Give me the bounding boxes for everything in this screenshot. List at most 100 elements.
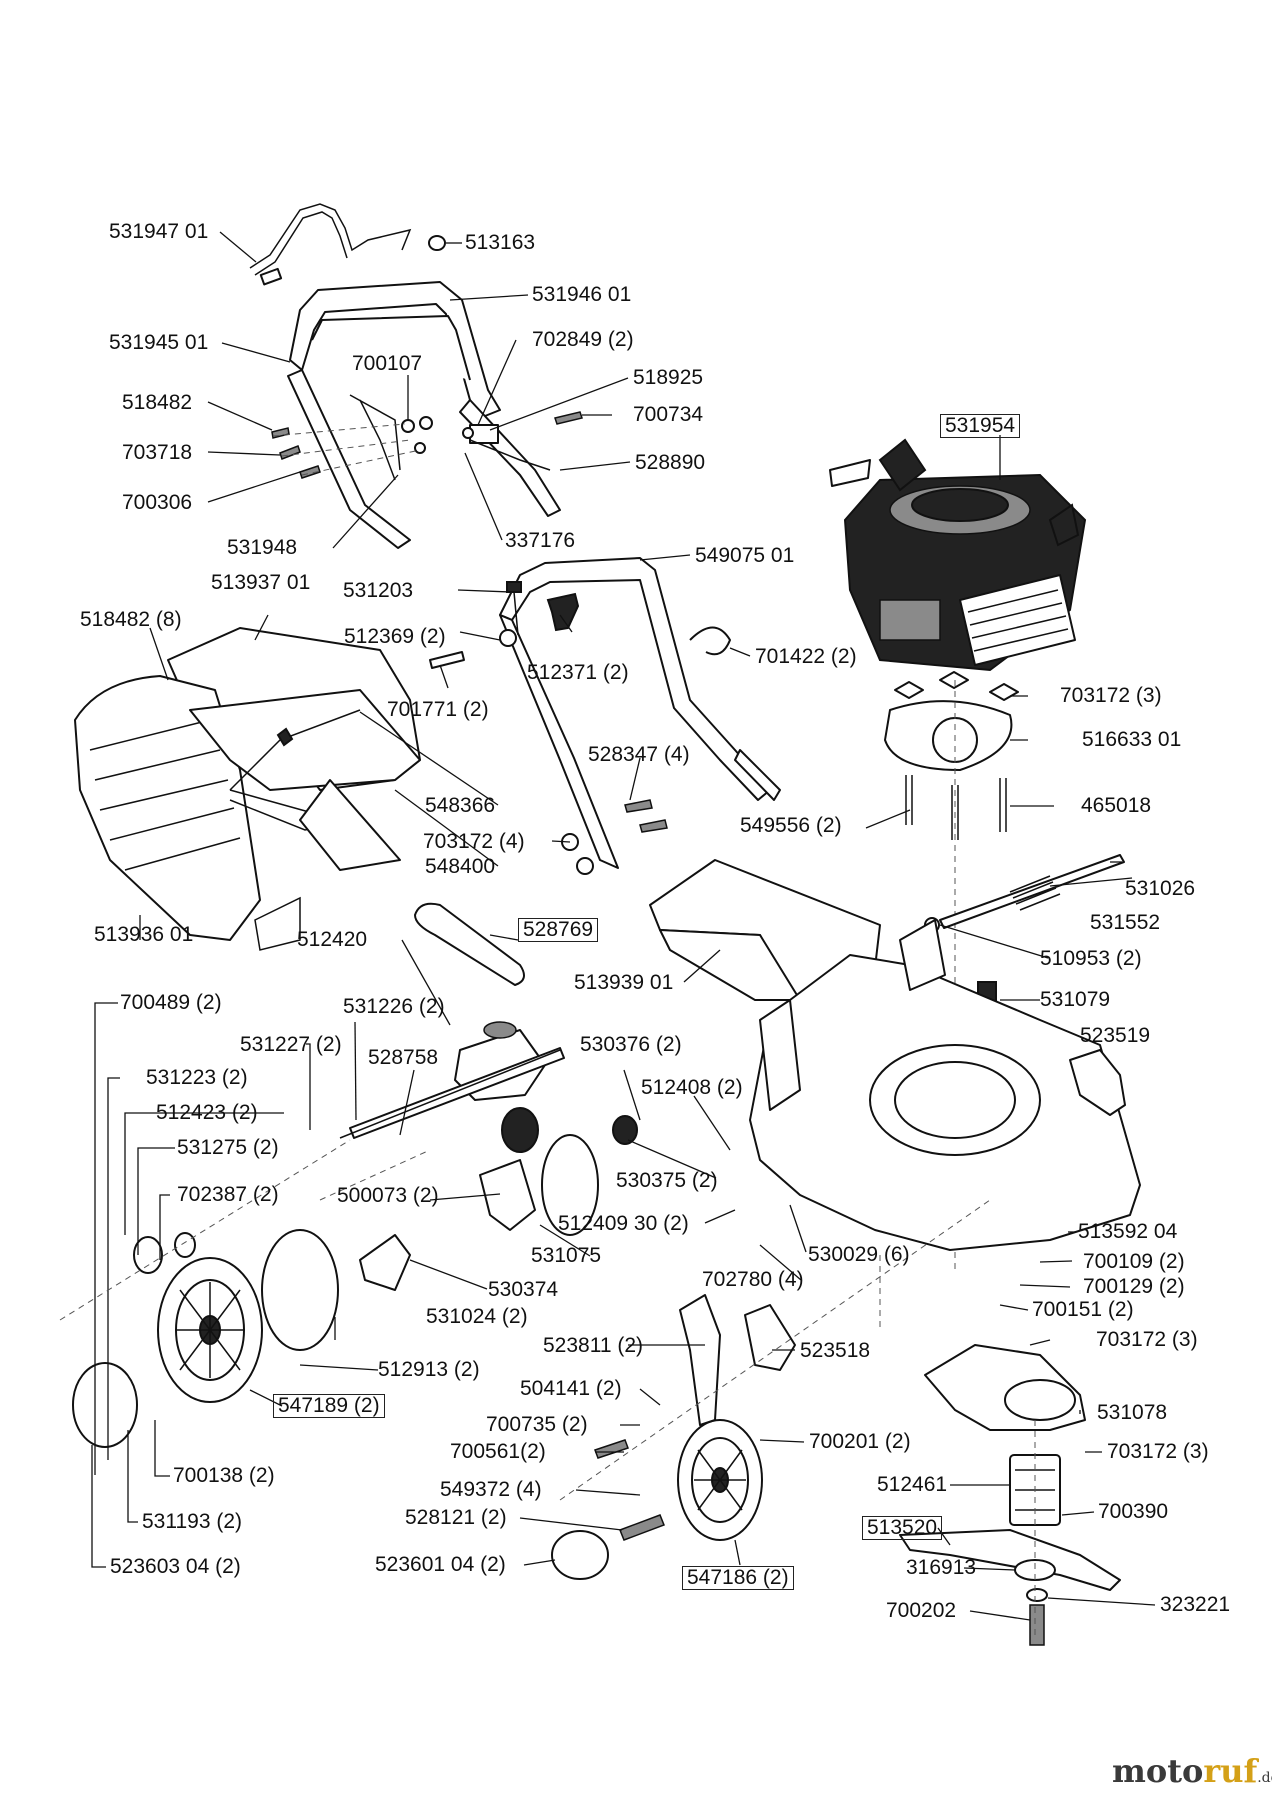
- blade-513520: [899, 1529, 1121, 1591]
- lower-handle: [499, 557, 781, 869]
- gearbox: [339, 1021, 565, 1139]
- part-label-528769: 528769: [518, 918, 599, 942]
- bush-702387: [174, 1232, 196, 1258]
- upper-handle-bar: [249, 203, 412, 286]
- part-label-530374: 530374: [488, 1278, 559, 1301]
- part-label-531227: 531227 (2): [240, 1033, 342, 1056]
- part-label-513939-01: 513939 01: [574, 971, 674, 994]
- bracket-523518: [744, 1304, 796, 1371]
- part-label-523601-04: 523601 04 (2): [375, 1553, 506, 1576]
- part-label-700107: 700107: [352, 352, 423, 375]
- assembly-dashes: [59, 1139, 1036, 1640]
- hub-cap-523603: [72, 1362, 138, 1448]
- mower-deck: [749, 919, 1141, 1251]
- part-label-548400: 548400: [425, 855, 496, 878]
- bolt-528121: [619, 1514, 665, 1541]
- part-label-513163: 513163: [465, 231, 536, 254]
- bolt-700202: [1029, 1604, 1045, 1646]
- part-label-548366: 548366: [425, 794, 496, 817]
- part-label-700390: 700390: [1098, 1500, 1169, 1523]
- pinion-531275: [133, 1236, 163, 1274]
- part-label-531203: 531203: [343, 579, 414, 602]
- part-label-531079: 531079: [1040, 988, 1111, 1011]
- part-label-528347: 528347 (4): [588, 743, 690, 766]
- studs: [905, 775, 1007, 840]
- part-label-523518: 523518: [800, 1339, 871, 1362]
- part-label-703172-3a: 703172 (3): [1060, 684, 1162, 707]
- part-label-547186: 547186 (2): [682, 1566, 794, 1590]
- part-label-512369: 512369 (2): [344, 625, 446, 648]
- part-label-700735: 700735 (2): [486, 1413, 588, 1436]
- part-label-531946-01: 531946 01: [532, 283, 632, 306]
- part-label-531026: 531026: [1125, 877, 1196, 900]
- part-label-549075-01: 549075 01: [695, 544, 795, 567]
- part-label-531193: 531193 (2): [142, 1510, 243, 1533]
- leader-lines: [91, 231, 1156, 1621]
- washer-323221: [1026, 1588, 1048, 1602]
- part-label-702780: 702780 (4): [702, 1268, 804, 1291]
- part-label-512420: 512420: [297, 928, 368, 951]
- left-rear-wheel-547189: [157, 1257, 263, 1403]
- bracket-531075b: [359, 1234, 411, 1291]
- part-label-531275: 531275 (2): [177, 1136, 279, 1159]
- part-label-700109: 700109 (2): [1083, 1250, 1185, 1273]
- part-label-512371: 512371 (2): [527, 661, 629, 684]
- part-label-528121: 528121 (2): [405, 1506, 507, 1529]
- part-label-700151: 700151 (2): [1032, 1298, 1134, 1321]
- part-label-700734: 700734: [633, 403, 704, 426]
- part-label-528890: 528890: [635, 451, 706, 474]
- height-lever-523811: [679, 1294, 721, 1426]
- washer-513163: [428, 235, 446, 251]
- part-label-518925: 518925: [633, 366, 704, 389]
- front-wheel-547186: [677, 1419, 763, 1541]
- part-label-523603-04: 523603 04 (2): [110, 1555, 241, 1578]
- part-label-531075: 531075: [531, 1244, 602, 1267]
- part-label-703718: 703718: [122, 441, 193, 464]
- part-label-465018: 465018: [1081, 794, 1152, 817]
- lever-531075: [479, 1159, 536, 1231]
- clip-701422: [689, 626, 731, 656]
- part-label-702849: 702849 (2): [532, 328, 634, 351]
- part-label-516633-01: 516633 01: [1082, 728, 1182, 751]
- part-label-500073: 500073 (2): [337, 1184, 439, 1207]
- part-label-530376: 530376 (2): [580, 1033, 682, 1056]
- part-label-700129: 700129 (2): [1083, 1275, 1185, 1298]
- part-label-513937-01: 513937 01: [211, 571, 311, 594]
- brand-ruf: ruf: [1203, 1752, 1258, 1790]
- grass-collector: [74, 627, 421, 951]
- part-label-700138: 700138 (2): [173, 1464, 275, 1487]
- part-label-512409-30: 512409 30 (2): [558, 1212, 689, 1235]
- part-label-530029: 530029 (6): [808, 1243, 910, 1266]
- part-label-512408: 512408 (2): [641, 1076, 743, 1099]
- part-label-518482: 518482: [122, 391, 193, 414]
- part-label-513520: 513520: [862, 1516, 943, 1540]
- part-label-518482-8: 518482 (8): [80, 608, 182, 631]
- part-label-323221: 323221: [1160, 1593, 1231, 1616]
- upper-handle: [287, 281, 561, 549]
- part-label-700202: 700202: [886, 1599, 957, 1622]
- brand-de: .de: [1257, 1770, 1272, 1786]
- part-label-510953: 510953 (2): [1040, 947, 1142, 970]
- plate-523519: [1069, 1049, 1126, 1116]
- handle-knobs-and-bolts: [429, 581, 668, 875]
- part-label-512423: 512423 (2): [156, 1101, 258, 1124]
- part-label-701771: 701771 (2): [387, 698, 489, 721]
- part-label-531954: 531954: [940, 414, 1021, 438]
- brand-moto: moto: [1112, 1752, 1204, 1790]
- part-label-700306: 700306: [122, 491, 193, 514]
- part-label-549372: 549372 (4): [440, 1478, 542, 1501]
- drive-belt: [414, 902, 525, 986]
- part-label-513592-04: 513592 04: [1078, 1220, 1178, 1243]
- part-label-703172-3b: 703172 (3): [1096, 1328, 1198, 1351]
- part-label-531024: 531024 (2): [426, 1305, 528, 1328]
- part-label-512461: 512461: [877, 1473, 948, 1496]
- part-label-547189: 547189 (2): [273, 1394, 385, 1418]
- part-label-531948: 531948: [227, 536, 298, 559]
- part-label-702387: 702387 (2): [177, 1183, 279, 1206]
- part-label-701422: 701422 (2): [755, 645, 857, 668]
- part-label-531945-01: 531945 01: [109, 331, 209, 354]
- part-label-531226: 531226 (2): [343, 995, 445, 1018]
- part-label-703172-3c: 703172 (3): [1107, 1440, 1209, 1463]
- part-label-531078: 531078: [1097, 1401, 1168, 1424]
